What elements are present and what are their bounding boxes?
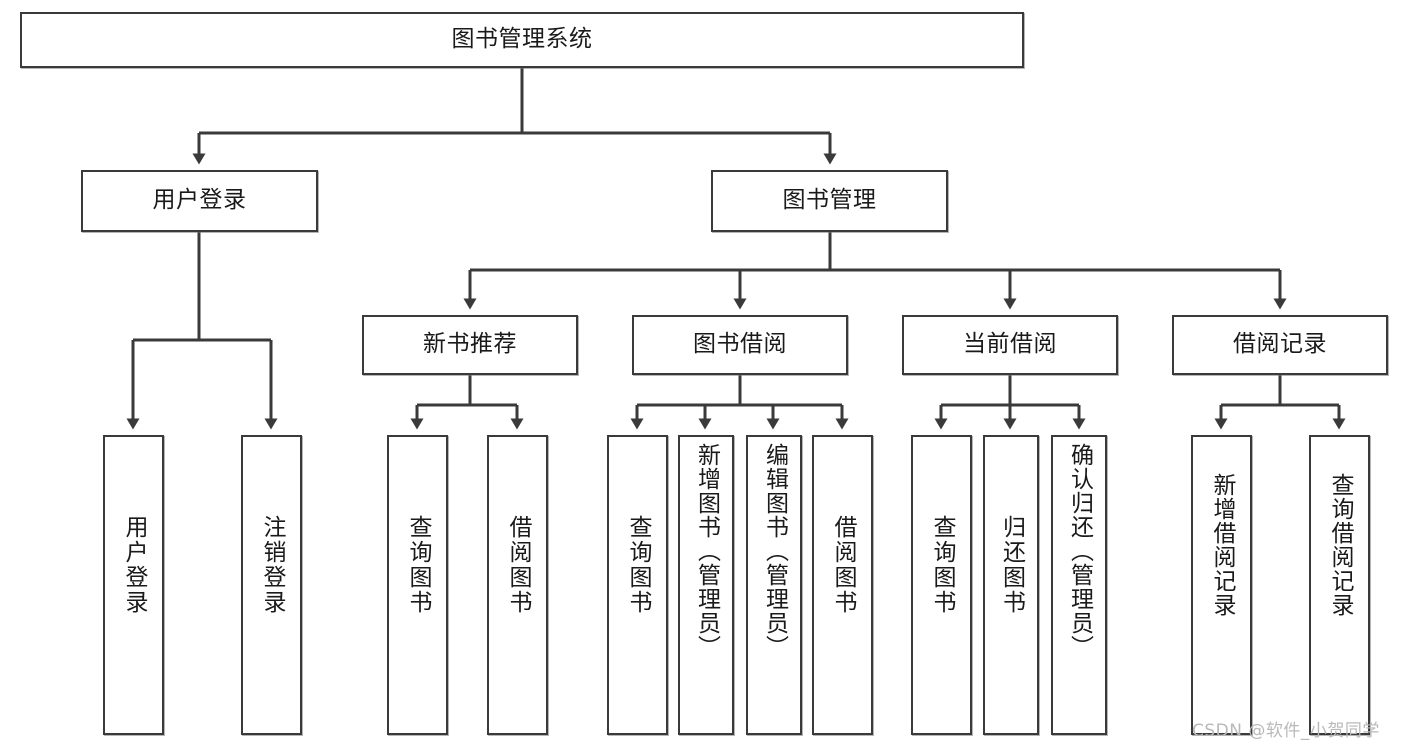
node-book-borrow[interactable]: 图书借阅 [632,315,848,375]
leaf-query-book-current-label: 查询图书 [929,515,955,615]
leaf-return-book[interactable]: 归还图书 [983,435,1039,735]
leaf-borrow-book-recommend[interactable]: 借阅图书 [487,435,548,735]
csdn-watermark: CSDN @软件_小贺同学 [1192,721,1380,741]
leaf-query-book-borrow-label: 查询图书 [625,515,651,615]
leaf-logout[interactable]: 注销登录 [241,435,302,735]
leaf-borrow-book-label: 借阅图书 [830,515,856,615]
leaf-borrow-book[interactable]: 借阅图书 [812,435,873,735]
node-current-borrow[interactable]: 当前借阅 [902,315,1118,375]
node-new-book-recommend[interactable]: 新书推荐 [362,315,578,375]
leaf-query-borrow-record-label: 查询借阅记录 [1327,473,1353,617]
node-user-login-label: 用户登录 [152,187,247,214]
leaf-add-book-admin-label: 新增图书（管理员） [693,443,720,659]
leaf-query-book-current[interactable]: 查询图书 [911,435,972,735]
leaf-edit-book-admin[interactable]: 编辑图书（管理员） [746,435,802,735]
node-user-login[interactable]: 用户登录 [81,170,318,232]
leaf-add-book-admin[interactable]: 新增图书（管理员） [678,435,734,735]
leaf-borrow-book-recommend-label: 借阅图书 [505,515,531,615]
leaf-query-borrow-record[interactable]: 查询借阅记录 [1309,435,1370,735]
leaf-query-book-recommend[interactable]: 查询图书 [387,435,448,735]
node-book-borrow-label: 图书借阅 [693,331,787,358]
leaf-add-borrow-record[interactable]: 新增借阅记录 [1191,435,1252,735]
node-new-book-recommend-label: 新书推荐 [423,331,517,358]
leaf-query-book-recommend-label: 查询图书 [405,515,431,615]
leaf-user-login[interactable]: 用户登录 [103,435,164,735]
node-borrow-record[interactable]: 借阅记录 [1172,315,1388,375]
leaf-confirm-return-admin-label: 确认归还（管理员） [1066,443,1093,659]
node-root-label: 图书管理系统 [451,26,593,53]
leaf-query-book-borrow[interactable]: 查询图书 [607,435,668,735]
leaf-return-book-label: 归还图书 [998,515,1025,615]
leaf-edit-book-admin-label: 编辑图书（管理员） [761,443,788,659]
node-current-borrow-label: 当前借阅 [963,331,1057,358]
node-borrow-record-label: 借阅记录 [1233,331,1327,358]
leaf-confirm-return-admin[interactable]: 确认归还（管理员） [1051,435,1107,735]
node-book-management-label: 图书管理 [782,187,877,214]
node-book-management[interactable]: 图书管理 [711,170,948,232]
node-root[interactable]: 图书管理系统 [20,12,1024,68]
leaf-logout-label: 注销登录 [259,515,285,615]
leaf-add-borrow-record-label: 新增借阅记录 [1209,473,1235,617]
leaf-user-login-label: 用户登录 [121,515,147,615]
